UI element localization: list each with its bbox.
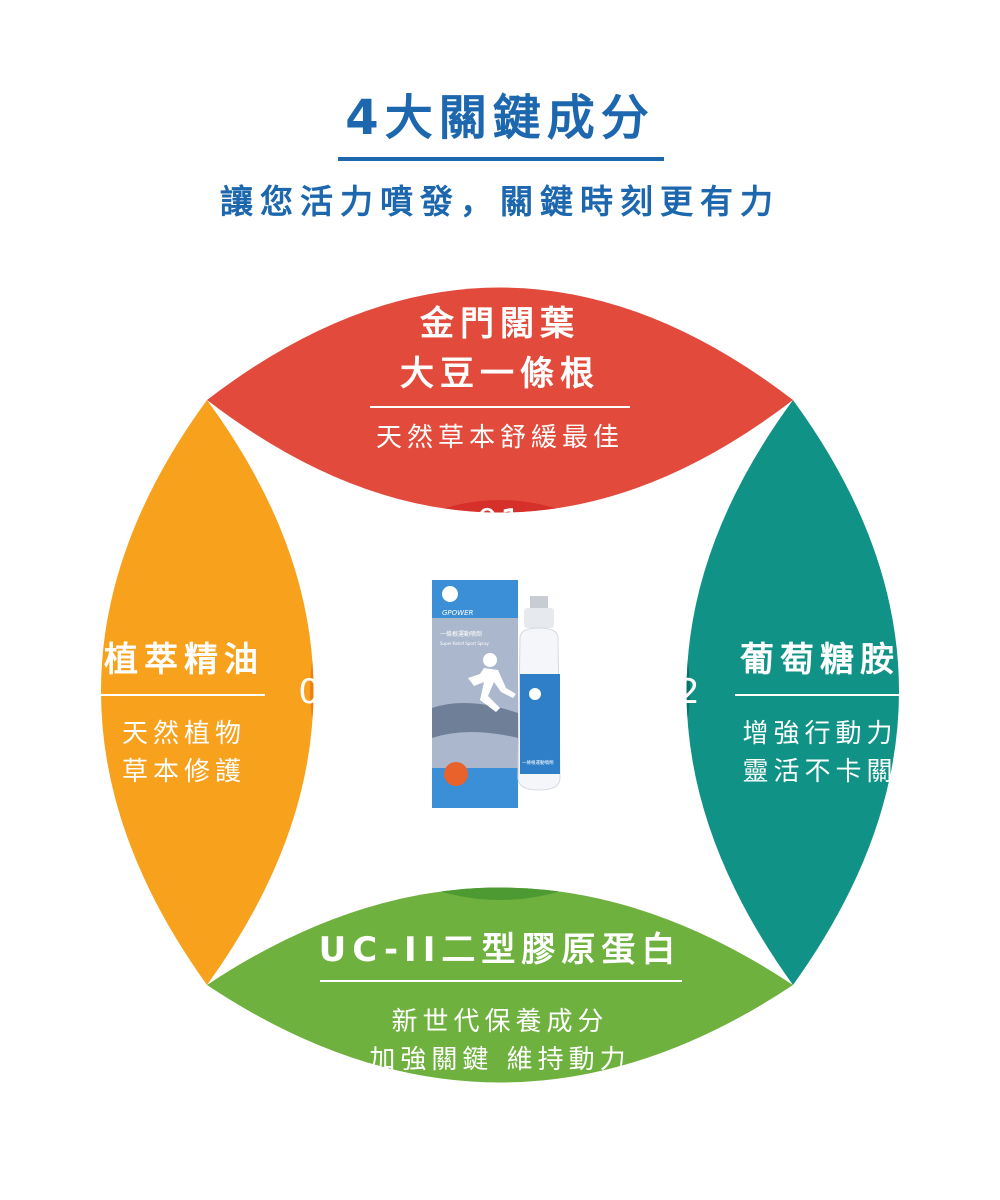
- segment-bottom: [207, 887, 793, 1083]
- segment-top-shape: [207, 287, 793, 513]
- segment-bottom-desc-1: 新世代保養成分: [391, 1007, 609, 1037]
- segment-right-number: 02: [654, 672, 702, 712]
- product-image: GPOWER 一條根運動噴劑 Super-Relief Sport Spray …: [432, 580, 561, 808]
- segment-left-desc-1: 天然植物: [121, 719, 246, 749]
- segment-left-desc-2: 草本修護: [121, 757, 246, 787]
- segment-right-desc-2: 靈活不卡關: [742, 757, 898, 787]
- segment-bottom-divider: [320, 980, 682, 982]
- product-bottle-label: 一條根運動噴劑: [522, 759, 554, 766]
- segment-top-number: 01: [476, 502, 524, 542]
- segment-left: [101, 400, 314, 985]
- brand-logo-icon: [442, 586, 458, 602]
- page-title: 4大關鍵成分: [345, 90, 655, 146]
- segment-left-divider: [100, 694, 265, 696]
- segment-left-number: 04: [298, 672, 346, 712]
- segment-bottom-title-1: UC-II二型膠原蛋白: [318, 930, 682, 970]
- segment-bottom-number: 03: [476, 852, 524, 892]
- product-bottle: 一條根運動噴劑: [517, 596, 561, 791]
- segment-top-title-2: 大豆一條根: [400, 354, 600, 394]
- segment-left-title-1: 植萃精油: [104, 640, 264, 680]
- header: 4大關鍵成分 讓您活力噴發，關鍵時刻更有力: [0, 0, 1000, 250]
- segment-bottom-shape: [207, 887, 793, 1083]
- segment-left-shape: [101, 400, 314, 985]
- runner-icon: [468, 653, 516, 712]
- segment-right-divider: [735, 694, 900, 696]
- title-underline: [338, 157, 664, 161]
- bottle-logo-icon: [529, 688, 541, 700]
- badge-icon: [444, 762, 468, 786]
- segment-right-title-1: 葡萄糖胺: [740, 640, 900, 680]
- segment-top-title-1: 金門闊葉: [420, 304, 580, 344]
- segment-right-desc-1: 增強行動力: [742, 719, 898, 749]
- product-box-label: 一條根運動噴劑: [440, 630, 482, 638]
- segment-top-desc-1: 天然草本舒緩最佳: [375, 423, 624, 453]
- product-box: GPOWER 一條根運動噴劑 Super-Relief Sport Spray: [432, 580, 518, 808]
- segment-right-shape: [686, 400, 899, 985]
- segment-right: [686, 400, 899, 985]
- page-subtitle: 讓您活力噴發，關鍵時刻更有力: [220, 182, 780, 221]
- segment-top-divider: [370, 406, 630, 408]
- segment-bottom-desc-2: 加強關鍵 維持動力: [369, 1045, 631, 1075]
- product-box-brand: GPOWER: [442, 609, 473, 617]
- product-box-sub: Super-Relief Sport Spray: [440, 641, 490, 646]
- segment-top: [207, 287, 793, 513]
